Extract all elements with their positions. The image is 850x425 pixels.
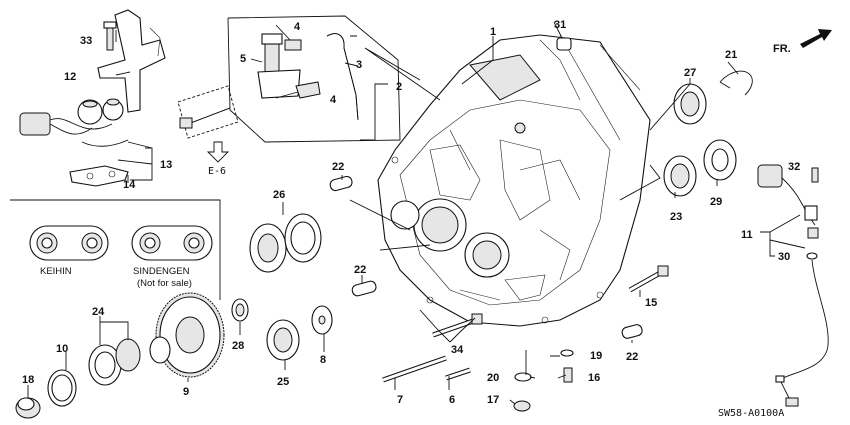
callout: 17 xyxy=(487,394,499,406)
callout: 13 xyxy=(160,159,172,171)
bearing-25 xyxy=(266,319,300,361)
connector xyxy=(19,112,51,136)
callout: 3 xyxy=(356,59,362,71)
bearing-24 xyxy=(88,338,141,386)
bolt-15 xyxy=(628,265,669,293)
keihin-plate: KEIHIN xyxy=(29,225,109,277)
callout: 2 xyxy=(396,81,402,93)
bearing-28 xyxy=(231,298,249,322)
diagram-code: SW58-A0100A xyxy=(718,408,784,419)
callout: 11 xyxy=(741,229,753,241)
callout: 34 xyxy=(451,344,464,356)
down-arrow-icon xyxy=(206,141,230,163)
callout: 7 xyxy=(397,394,403,406)
callout: 15 xyxy=(645,297,657,309)
washer-20 xyxy=(514,372,532,382)
not-for-sale-label: (Not for sale) xyxy=(137,278,192,289)
pin-6 xyxy=(445,367,471,381)
washer-8 xyxy=(311,305,333,335)
reference-arrow: E-6 xyxy=(206,141,230,177)
variant-box xyxy=(10,199,221,300)
dowel-pin-middle xyxy=(351,280,377,297)
dowel-pin-lower xyxy=(621,324,643,339)
callout: 5 xyxy=(240,53,246,65)
reference-label: E-6 xyxy=(208,166,226,177)
front-direction-label: FR. xyxy=(773,43,791,55)
seal-10 xyxy=(47,369,77,407)
solenoid-group-bracket xyxy=(227,15,401,143)
callout: 21 xyxy=(725,49,737,61)
o-ring-30 xyxy=(806,252,818,260)
bolt-33 xyxy=(106,25,114,51)
callout: 25 xyxy=(277,376,289,388)
sensor-harness xyxy=(19,98,129,147)
front-arrow-icon xyxy=(800,29,832,48)
gasket-14 xyxy=(69,165,129,187)
plug-18 xyxy=(15,397,41,419)
sindengen-plate: SINDENGEN (Not for sale) xyxy=(131,225,213,289)
bearing-27 xyxy=(673,83,707,125)
callout: 29 xyxy=(710,196,722,208)
bolt-group-box xyxy=(177,85,239,139)
callout: 33 xyxy=(80,35,92,47)
gear-9 xyxy=(149,292,225,378)
callout: 14 xyxy=(123,179,136,191)
callout: 23 xyxy=(670,211,682,223)
callout: 28 xyxy=(232,340,244,352)
callout: 10 xyxy=(56,343,68,355)
callout: 24 xyxy=(92,306,105,318)
callout: 26 xyxy=(273,189,285,201)
callout: 27 xyxy=(684,67,696,79)
callout: 30 xyxy=(778,251,790,263)
sindengen-label: SINDENGEN xyxy=(133,266,190,277)
callout: 4 xyxy=(294,21,301,33)
dowel-pin-upper xyxy=(329,175,353,192)
plug-17 xyxy=(513,400,531,412)
callout: 18 xyxy=(22,374,34,386)
callout: 16 xyxy=(588,372,600,384)
callout: 20 xyxy=(487,372,499,384)
shaft-7 xyxy=(382,355,447,383)
callout: 6 xyxy=(449,394,455,406)
keihin-label: KEIHIN xyxy=(40,266,72,277)
speed-sensor xyxy=(757,164,829,407)
bolt-32 xyxy=(811,167,819,183)
bolt-long xyxy=(179,107,231,129)
leader-lines xyxy=(27,21,813,405)
transmission-housing xyxy=(377,34,651,327)
callout: 22 xyxy=(626,351,638,363)
callout: 31 xyxy=(554,19,566,31)
callout: 12 xyxy=(64,71,76,83)
callout: 32 xyxy=(788,161,800,173)
washer-19 xyxy=(560,349,574,357)
callout: 1 xyxy=(490,26,496,38)
bolt-16 xyxy=(563,367,573,383)
snap-ring-21 xyxy=(719,70,753,96)
dowel-pin-31 xyxy=(556,37,572,51)
callout-labels: 1 2 3 4 4 5 6 7 8 9 10 11 12 13 14 15 16… xyxy=(22,19,800,406)
callout: 22 xyxy=(332,161,344,173)
bearing-23 xyxy=(663,155,697,197)
callout: 9 xyxy=(183,386,189,398)
bearing-26 xyxy=(249,213,322,273)
front-direction-indicator: FR. xyxy=(773,29,832,55)
solenoid-group xyxy=(257,33,359,121)
callout: 8 xyxy=(320,354,326,366)
callout: 4 xyxy=(330,94,337,106)
callout: 22 xyxy=(354,264,366,276)
seal-29 xyxy=(703,139,737,181)
bracket-assembly xyxy=(97,9,166,113)
callout: 19 xyxy=(590,350,602,362)
